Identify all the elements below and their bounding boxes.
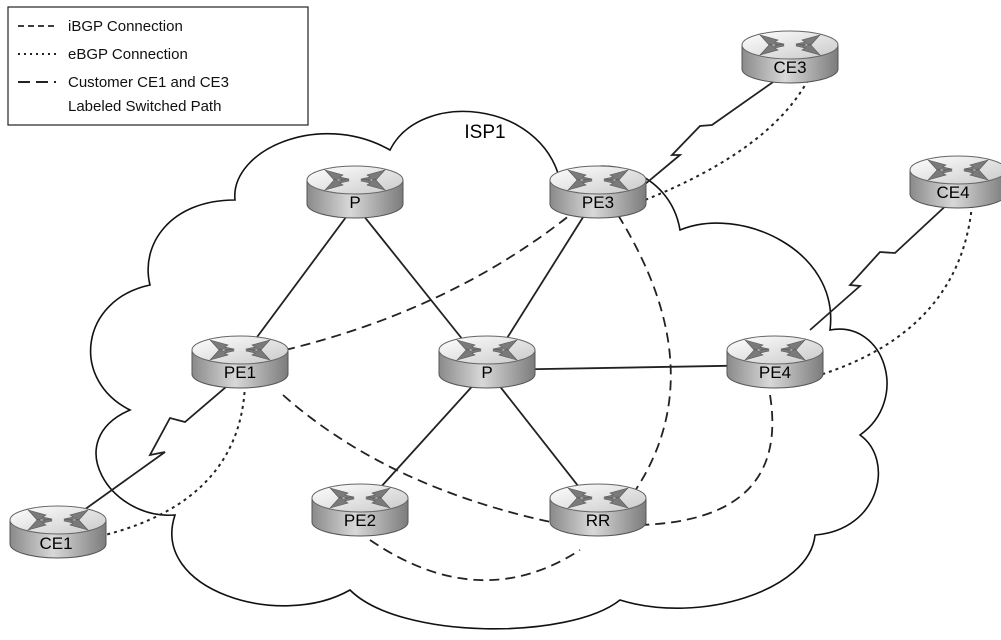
ibgp-pe3-rr [617,214,672,506]
ibgp-pe1-pe3 [284,214,571,351]
router-pe3[interactable]: PE3 [549,165,647,219]
link-p-top-pe1 [239,204,356,361]
router-label: PE4 [759,363,791,382]
router-pe2[interactable]: PE2 [311,483,409,537]
ebgp-ce4-pe4 [819,204,973,376]
router-label: PE2 [344,511,376,530]
ebgp-ce3-pe3 [644,79,809,201]
router-label: RR [586,511,611,530]
router-label: PE1 [224,363,256,382]
router-pe4[interactable]: PE4 [726,335,824,389]
legend-lsp-label-line2: Labeled Switched Path [68,98,221,115]
serial-ce1-pe1 [69,374,241,521]
ibgp-pe2-rr [369,539,581,581]
router-label: CE3 [773,58,806,77]
ebgp-connections [104,79,973,536]
router-label: P [481,363,492,382]
ibgp-pe4-rr [639,394,774,526]
router-ce1[interactable]: CE1 [9,505,107,559]
serial-ce4-pe4 [809,199,953,331]
cloud-label: ISP1 [464,122,505,143]
router-label: CE1 [39,534,72,553]
legend-ibgp-label: iBGP Connection [68,18,183,35]
router-label: CE4 [936,183,969,202]
router-ce4[interactable]: CE4 [909,155,1001,209]
router-rr[interactable]: RR [549,483,647,537]
router-p-top[interactable]: P [306,165,404,219]
legend-ebgp-label: eBGP Connection [68,46,188,63]
ibgp-connections [282,214,774,581]
legend: iBGP Connection eBGP Connection Customer… [7,6,309,126]
router-label: PE3 [582,193,614,212]
router-p-center[interactable]: P [438,335,536,389]
serial-ce3-pe3 [631,74,784,196]
legend-lsp-label-line1: Customer CE1 and CE3 [68,74,229,91]
serial-links [69,74,953,521]
router-pe1[interactable]: PE1 [191,335,289,389]
legend-box [7,6,309,126]
router-label: P [349,193,360,212]
ibgp-pe1-rr [282,394,566,526]
router-ce3[interactable]: CE3 [741,30,839,84]
